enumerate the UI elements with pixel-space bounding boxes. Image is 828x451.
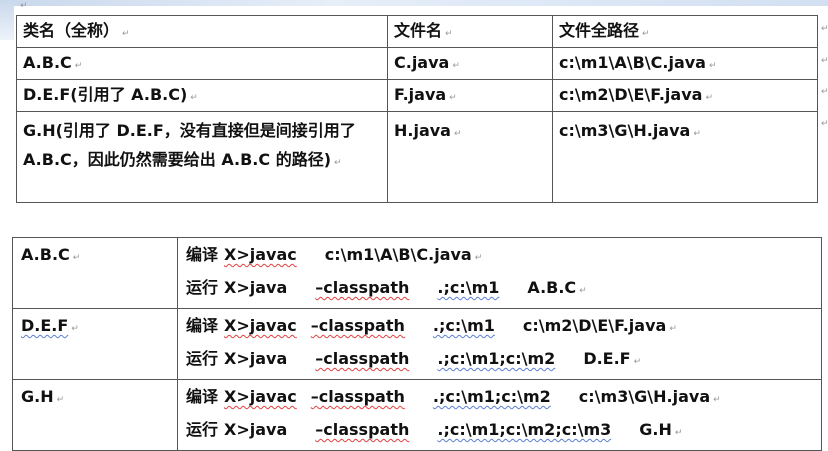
cell-full-path: c:\m1\A\B\C.java↵ bbox=[552, 47, 818, 80]
row-end-mark: ↵ bbox=[821, 56, 828, 66]
window-left-band bbox=[0, 0, 14, 40]
cell-class-name: D.E.F(引用了 A.B.C)↵ bbox=[16, 79, 388, 112]
row-end-mark: ↵ bbox=[821, 119, 828, 129]
cell-class-name: A.B.C↵ bbox=[12, 237, 178, 309]
row-end-mark: ↵ bbox=[821, 24, 828, 34]
cell-full-path: c:\m3\G\H.java↵ bbox=[552, 111, 818, 203]
row-end-mark: ↵ bbox=[821, 87, 828, 97]
paragraph-mark: ↵ bbox=[20, 1, 28, 11]
header-full-path: 文件全路径↵ bbox=[552, 15, 818, 48]
table-header-row: 类名（全称）↵ 文件名↵ 文件全路径↵ bbox=[16, 15, 818, 48]
cell-file-name: C.java↵ bbox=[387, 47, 553, 80]
header-class-name: 类名（全称）↵ bbox=[16, 15, 388, 48]
cell-class-name: A.B.C↵ bbox=[16, 47, 388, 80]
table-row: G.H(引用了 D.E.F，没有直接但是间接引用了 A.B.C，因此仍然需要给出… bbox=[16, 111, 818, 203]
cell-class-name: G.H(引用了 D.E.F，没有直接但是间接引用了 A.B.C，因此仍然需要给出… bbox=[16, 111, 388, 203]
cell-full-path: c:\m2\D\E\F.java↵ bbox=[552, 79, 818, 112]
header-file-name: 文件名↵ bbox=[387, 15, 553, 48]
window-top-band bbox=[0, 0, 828, 6]
cell-class-name: D.E.F↵ bbox=[12, 308, 178, 380]
cell-file-name: F.java↵ bbox=[387, 79, 553, 112]
class-file-table: 类名（全称）↵ 文件名↵ 文件全路径↵ A.B.C↵ C.java↵ c:\m1… bbox=[16, 15, 818, 203]
cell-file-name: H.java↵ bbox=[387, 111, 553, 203]
table-row: A.B.C↵ C.java↵ c:\m1\A\B\C.java↵ bbox=[16, 47, 818, 80]
table-row: D.E.F(引用了 A.B.C)↵ F.java↵ c:\m2\D\E\F.ja… bbox=[16, 79, 818, 112]
cell-class-name: G.H↵ bbox=[12, 379, 178, 451]
